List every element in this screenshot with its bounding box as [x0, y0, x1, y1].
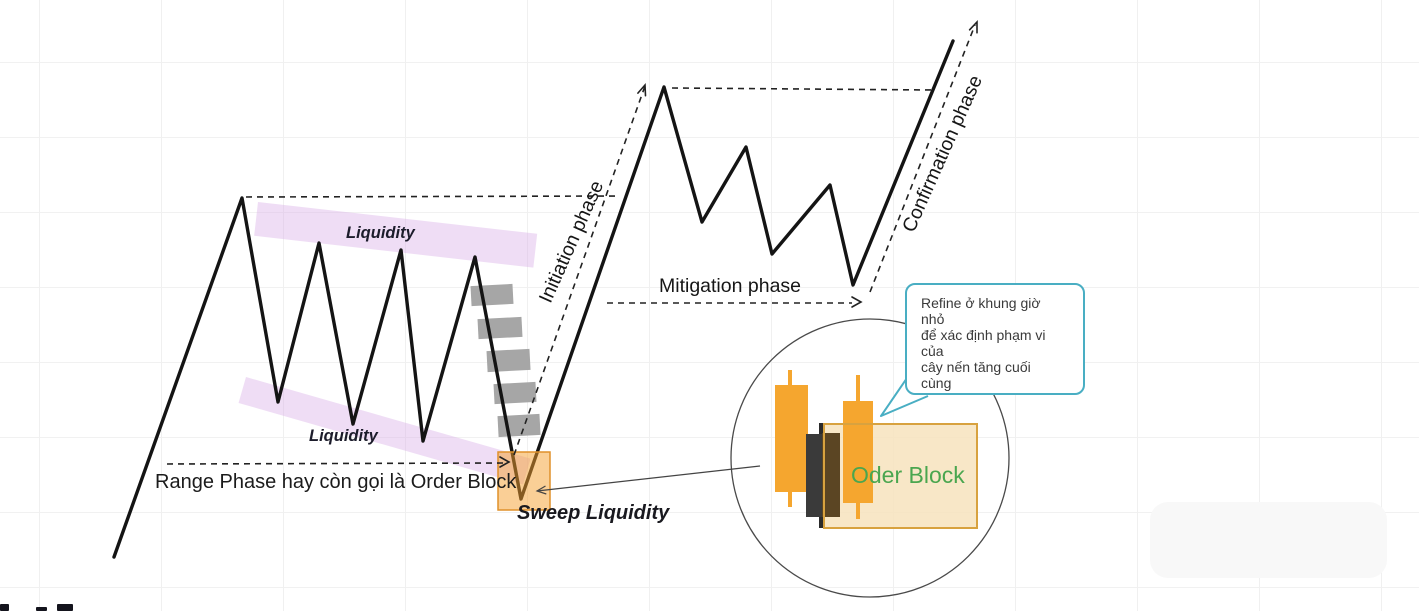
connector-arrow	[535, 465, 761, 495]
range-top-dashed-line	[245, 195, 621, 198]
candle3-body-brown	[822, 433, 840, 517]
clipped-text-fragment	[0, 604, 9, 611]
refine-callout-bubble: Refine ở khung giờ nhỏ để xác định phạm …	[905, 283, 1085, 395]
refine-callout-text: Refine ở khung giờ nhỏ để xác định phạm …	[921, 295, 1073, 391]
callout-line: của	[921, 343, 944, 359]
candle1-body	[775, 385, 808, 492]
confirmation-arrowhead-icon	[968, 19, 978, 34]
liquidity-label-top: Liquidity	[346, 224, 415, 242]
clipped-text-fragment	[57, 604, 73, 611]
candle4-body	[843, 401, 873, 503]
candlestick-cluster	[775, 370, 873, 528]
range-bottom-dashed-line	[166, 462, 504, 465]
callout-line: để xác định phạm vi	[921, 327, 1046, 343]
order-block-zone-border	[823, 423, 978, 529]
callout-line: cùng	[921, 375, 952, 391]
liquidity-label-bottom: Liquidity	[309, 427, 378, 445]
confirmation-dashed-guide	[869, 24, 976, 293]
initiation-dashed-guide	[513, 85, 646, 456]
clipped-text-fragment	[36, 607, 47, 611]
callout-line: cây nến tăng cuối	[921, 359, 1031, 375]
callout-line: Refine ở khung giờ	[921, 295, 1041, 311]
sweep-liquidity-box	[497, 451, 551, 511]
peak-top-dashed-line	[671, 87, 934, 91]
candle2-body-dark	[806, 434, 823, 517]
mitigation-arrowhead-icon	[851, 296, 863, 308]
connector-arrowhead-icon	[535, 485, 547, 495]
zoom-circle	[730, 318, 1010, 598]
initiation-arrowhead-icon	[637, 82, 647, 97]
price-line	[112, 39, 955, 559]
liquidity-band-top	[254, 202, 538, 268]
sweep-liquidity-label: Sweep Liquidity	[517, 502, 670, 524]
mitigation-phase-label: Mitigation phase	[659, 275, 802, 297]
liquidity-band-bottom	[238, 377, 531, 485]
range-bottom-arrowhead-icon	[499, 456, 511, 468]
callout-line: nhỏ	[921, 311, 945, 327]
faded-watermark-blob	[1150, 502, 1387, 578]
range-phase-note: Range Phase hay còn gọi là Order Block	[155, 471, 517, 493]
order-block-label: Oder Block	[851, 462, 965, 488]
